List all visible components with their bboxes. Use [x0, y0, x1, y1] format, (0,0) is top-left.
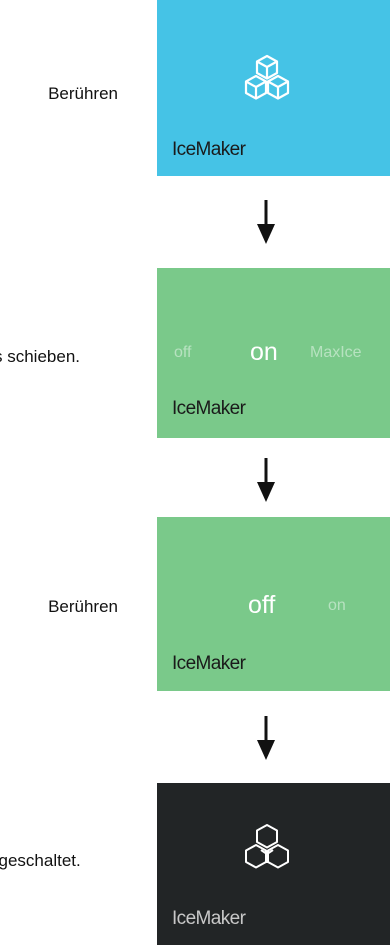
tile-title: IceMaker	[172, 653, 246, 674]
arrow-down-icon	[257, 458, 275, 502]
icemaker-tile-mode-select[interactable]: off on MaxIce IceMaker	[157, 268, 390, 438]
ice-cubes-icon	[244, 54, 290, 100]
ice-cubes-outline-icon	[245, 824, 289, 869]
tile-title: IceMaker	[172, 139, 246, 160]
icemaker-tile-off-select[interactable]: off on IceMaker	[157, 517, 390, 691]
icemaker-tile-start[interactable]: IceMaker	[157, 0, 390, 176]
mode-option-off[interactable]: off	[248, 591, 276, 619]
arrow-down-icon	[257, 200, 275, 244]
step-1-instruction: Berühren	[48, 84, 118, 103]
tile-title: IceMaker	[172, 398, 246, 419]
mode-option-maxice[interactable]: MaxIce	[310, 344, 362, 361]
arrow-down-icon	[257, 716, 275, 760]
step-4-instruction: sgeschaltet.	[0, 851, 81, 870]
tile-title: IceMaker	[172, 908, 246, 929]
mode-option-on[interactable]: on	[328, 597, 346, 614]
step-2-instruction: s schieben.	[0, 347, 80, 366]
icemaker-tile-off[interactable]: IceMaker	[157, 783, 390, 945]
mode-option-on[interactable]: on	[250, 338, 278, 366]
step-3-instruction: Berühren	[48, 597, 118, 616]
mode-option-off[interactable]: off	[174, 344, 192, 361]
